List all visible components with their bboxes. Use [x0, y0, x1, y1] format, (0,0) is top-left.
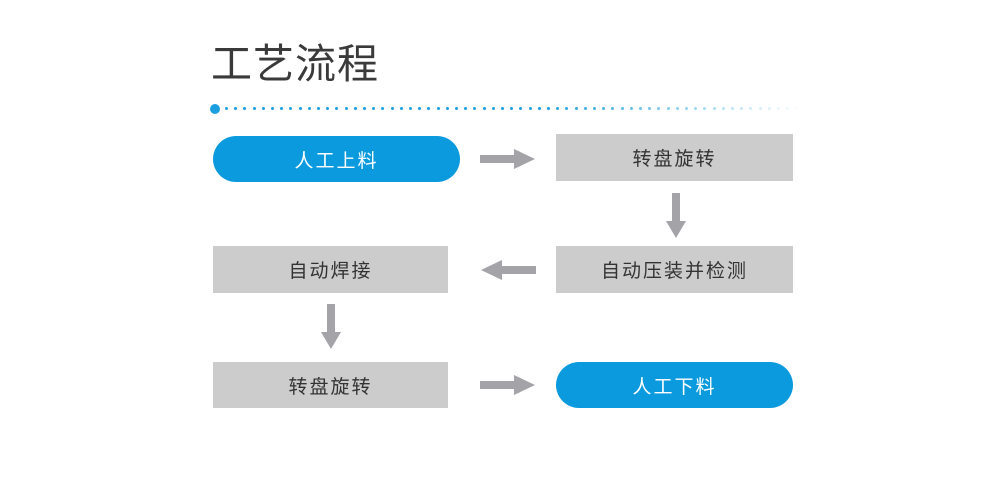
rule-dot [795, 107, 798, 110]
rule-dot [767, 107, 771, 110]
rule-dot [418, 107, 422, 110]
rule-dot [234, 107, 238, 110]
rule-dot [758, 107, 762, 110]
rule-dot [510, 107, 514, 110]
arrow-down-icon-1 [665, 193, 687, 239]
rule-dot [749, 107, 753, 110]
rule-dot [611, 107, 615, 110]
rule-dot [648, 107, 652, 110]
flow-node-press-fit-inspection[interactable]: 自动压装并检测 [556, 246, 793, 293]
rule-dot [289, 107, 293, 110]
rule-dotted-line-icon [225, 107, 810, 111]
rule-dot [464, 107, 468, 110]
rule-dot [399, 107, 403, 110]
rule-dot [353, 107, 357, 110]
rule-dot [381, 107, 385, 110]
rule-lead-dot-icon [210, 104, 220, 114]
rule-dot [565, 107, 569, 110]
rule-dot [390, 107, 394, 110]
rule-dot [666, 107, 670, 110]
rule-dot [298, 107, 302, 110]
rule-dot [243, 107, 247, 110]
rule-dot [593, 107, 596, 110]
rule-dot [409, 107, 412, 110]
rule-dot [491, 107, 495, 110]
rule-dot [620, 107, 624, 110]
rule-dot [307, 107, 311, 110]
rule-dot [786, 107, 790, 110]
rule-dot [740, 107, 744, 110]
flow-node-manual-unloading[interactable]: 人工下料 [556, 362, 793, 408]
rule-dot [528, 107, 532, 110]
rule-dot [482, 107, 486, 110]
rule-dot [694, 107, 698, 110]
rule-dot [519, 107, 523, 110]
arrow-right-icon-2 [480, 374, 536, 396]
rule-dot [280, 107, 284, 110]
rule-dot [547, 107, 550, 110]
flow-node-turntable-rotation-1[interactable]: 转盘旋转 [556, 134, 793, 181]
rule-dot [436, 107, 440, 110]
rule-dot [317, 107, 320, 110]
rule-dot [731, 107, 734, 110]
rule-dot [473, 107, 477, 110]
rule-dot [675, 107, 679, 110]
rule-dot [427, 107, 431, 110]
flow-node-manual-loading[interactable]: 人工上料 [213, 136, 460, 182]
page-title: 工艺流程 [211, 41, 379, 87]
rule-dot [326, 107, 330, 110]
rule-dot [574, 107, 578, 110]
rule-dot [556, 107, 560, 110]
rule-dot [537, 107, 541, 110]
arrow-down-icon-2 [320, 304, 342, 350]
rule-dot [703, 107, 707, 110]
title-underline-rule [210, 103, 810, 115]
rule-dot [721, 107, 725, 110]
rule-dot [657, 107, 661, 110]
rule-dot [271, 107, 274, 110]
rule-dot [225, 107, 228, 110]
rule-dot [363, 107, 366, 110]
rule-dot [777, 107, 780, 110]
rule-dot [252, 107, 256, 110]
rule-dot [602, 107, 606, 110]
rule-dot [583, 107, 587, 110]
rule-dot [501, 107, 504, 110]
arrow-left-icon-1 [480, 259, 536, 281]
rule-dot [455, 107, 458, 110]
rule-dot [261, 107, 265, 110]
flow-node-automatic-welding[interactable]: 自动焊接 [213, 246, 448, 293]
rule-dot [629, 107, 633, 110]
arrow-right-icon-1 [480, 148, 536, 170]
rule-dot [639, 107, 642, 110]
rule-dot [712, 107, 716, 110]
rule-dot [445, 107, 449, 110]
rule-dot [372, 107, 376, 110]
rule-dot [685, 107, 688, 110]
flow-node-turntable-rotation-2[interactable]: 转盘旋转 [213, 362, 448, 408]
rule-dot [344, 107, 348, 110]
rule-dot [335, 107, 339, 110]
